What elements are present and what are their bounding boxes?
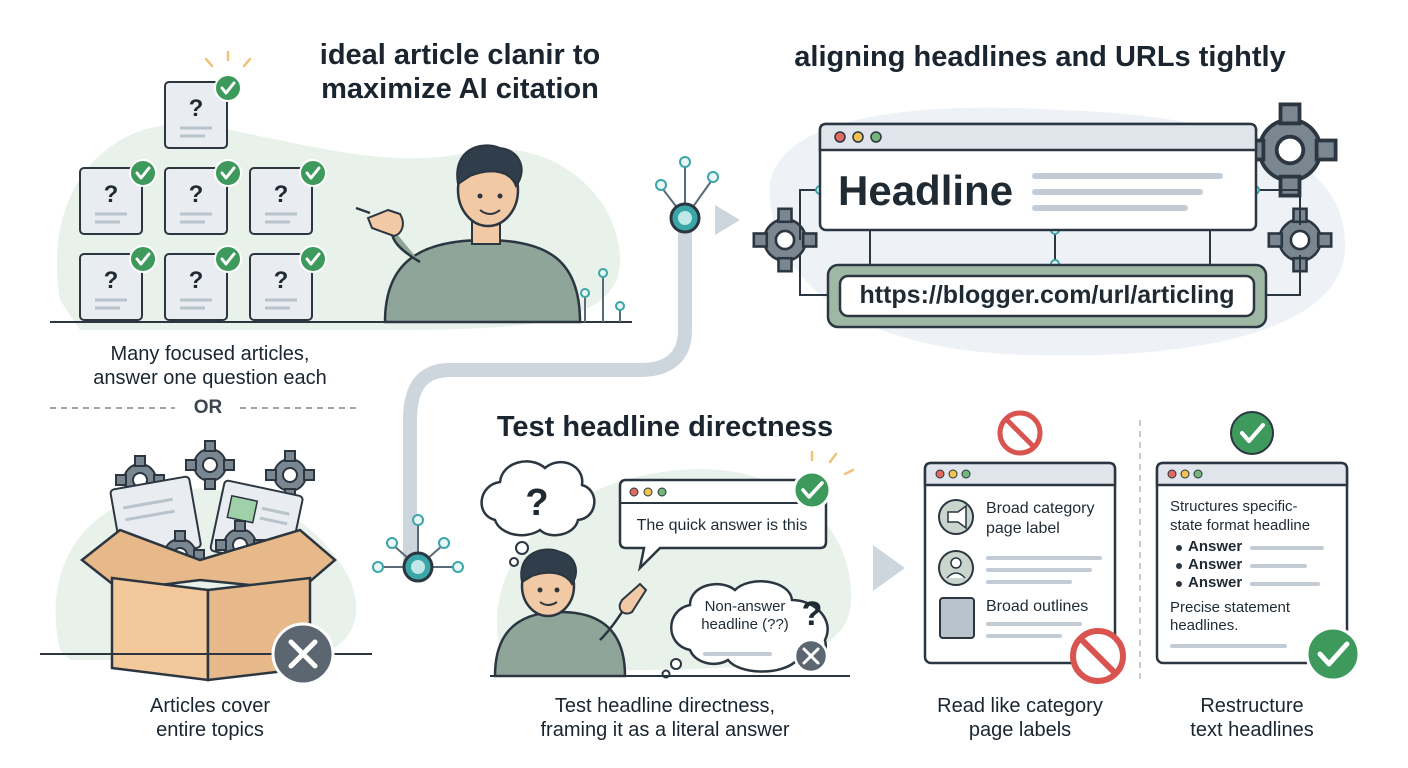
panel1-title-line2: maximize AI citation xyxy=(321,73,599,105)
structured-heading-line2: state format headline xyxy=(1170,517,1311,534)
structured-heading: Structures specific- state format headli… xyxy=(1170,497,1345,535)
panel2-title: aligning headlines and URLs tightly xyxy=(794,41,1286,73)
answer-item: Answer xyxy=(1188,538,1243,555)
svg-text:?: ? xyxy=(525,482,548,524)
flow-arrow-mid xyxy=(873,545,905,591)
panel4-caption-line1: Read like category xyxy=(937,695,1103,717)
answer-list: Answer Answer Answer xyxy=(1188,538,1252,592)
bubble-good-text: The quick answer is this xyxy=(636,517,808,534)
category-browser-window xyxy=(923,461,1117,665)
category-item1: Broad category page label xyxy=(986,499,1111,539)
thought-cloud-bad: ? xyxy=(661,580,829,679)
bubble-bad-line2: headline (??) xyxy=(701,616,789,633)
panel3-caption-line2: framing it as a literal answer xyxy=(540,719,790,741)
prohibited-icon-bottom xyxy=(1070,628,1126,684)
flow-arrow-top xyxy=(715,205,740,235)
bubble-bad-text: Non-answer headline (??) xyxy=(690,598,800,634)
connector-lines-panel2 xyxy=(799,189,1301,296)
thought-cloud-question: ? xyxy=(480,460,596,567)
svg-text:?: ? xyxy=(802,595,823,633)
headline-text: Headline xyxy=(838,167,1014,214)
panel5-caption: Restructure text headlines xyxy=(1150,694,1354,742)
url-text: https://blogger.com/url/articling xyxy=(859,281,1235,309)
panel4-caption-line2: page labels xyxy=(968,719,1072,741)
check-icon-bottom xyxy=(1305,626,1361,682)
structured-browser-window xyxy=(1155,461,1349,665)
panel1-caption: Many focused articles, answer one questi… xyxy=(60,342,360,390)
panel1b-caption-line2: entire topics xyxy=(156,719,264,741)
panel5-caption-line1: Restructure xyxy=(1200,695,1304,717)
answer-item: Answer xyxy=(1188,574,1243,591)
check-icon-top xyxy=(1230,411,1274,455)
structured-heading-line1: Structures specific- xyxy=(1170,498,1298,515)
category-item3: Broad outlines xyxy=(986,598,1089,615)
panel1-caption-line1: Many focused articles, xyxy=(110,343,310,365)
bubble-bad-line1: Non-answer xyxy=(704,598,786,615)
category-item1-line2: page label xyxy=(986,520,1060,537)
box-of-topics xyxy=(40,440,372,686)
panel1b-caption-line1: Articles cover xyxy=(149,695,271,717)
person-pointing-2 xyxy=(493,548,648,678)
speech-bubble-good xyxy=(618,450,855,572)
question-card-grid xyxy=(78,50,328,322)
structured-footer-line2: headlines. xyxy=(1170,617,1239,634)
panel3-caption: Test headline directness, framing it as … xyxy=(500,694,830,742)
category-item1-line1: Broad category xyxy=(986,500,1095,517)
panel1-caption-line2: answer one question each xyxy=(93,367,327,389)
panel1-title-line1: ideal article clanir to xyxy=(319,39,601,71)
panel4-caption: Read like category page labels xyxy=(910,694,1130,742)
prohibited-icon-top xyxy=(997,410,1043,456)
structured-footer-line1: Precise statement xyxy=(1170,599,1291,616)
headline-browser-window xyxy=(818,122,1258,232)
node-bottom xyxy=(372,514,464,583)
sprouts-1 xyxy=(580,268,625,322)
or-label: OR xyxy=(193,397,223,418)
structured-footer: Precise statement headlines. xyxy=(1170,599,1320,635)
person-pointing-1 xyxy=(355,144,582,324)
panel3-caption-line1: Test headline directness, xyxy=(554,695,776,717)
panel1-title: ideal article clanir to maximize AI cita… xyxy=(280,38,640,106)
panel1b-caption: Articles cover entire topics xyxy=(80,694,340,742)
answer-item: Answer xyxy=(1188,556,1243,573)
url-bar-frame xyxy=(826,263,1268,329)
panel5-caption-line2: text headlines xyxy=(1190,719,1314,741)
node-top xyxy=(655,156,719,234)
panel3-title: Test headline directness xyxy=(496,411,834,443)
flow-connector xyxy=(403,218,692,567)
